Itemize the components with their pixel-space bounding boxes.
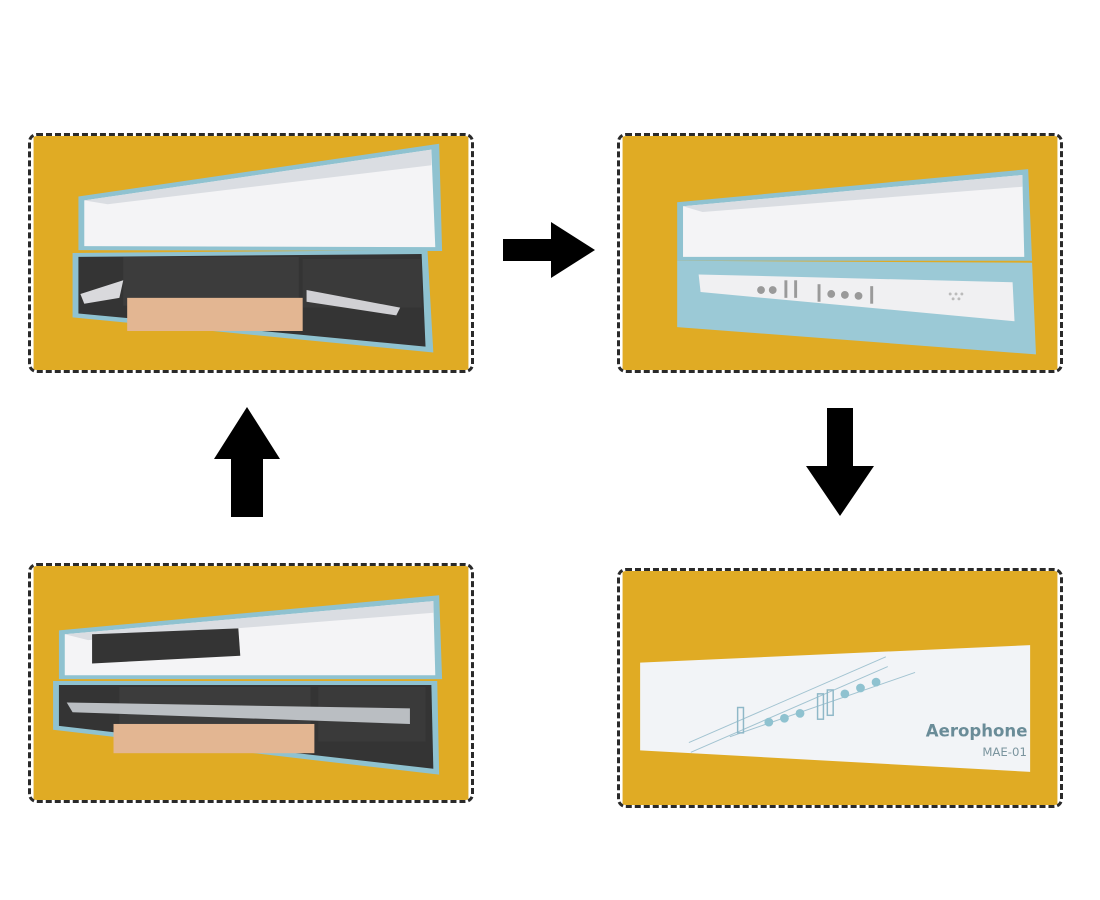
brand-label: Aerophone	[926, 722, 1028, 741]
arrow-up-icon	[214, 407, 280, 517]
wrapped-box-illustration	[31, 566, 471, 800]
panel-foam-inserts	[28, 133, 474, 373]
panel-instrument-in-box	[617, 133, 1063, 373]
instrument-box-illustration	[620, 136, 1060, 370]
model-label: MAE-01	[982, 745, 1027, 759]
panel-wrapped-instrument	[28, 563, 474, 803]
panel-closed-box: Aerophone MAE-01	[617, 568, 1063, 808]
arrow-down-icon	[806, 408, 874, 516]
closed-box-illustration: Aerophone MAE-01	[620, 571, 1060, 805]
arrow-right-icon	[503, 222, 595, 278]
foam-box-illustration	[31, 136, 471, 370]
